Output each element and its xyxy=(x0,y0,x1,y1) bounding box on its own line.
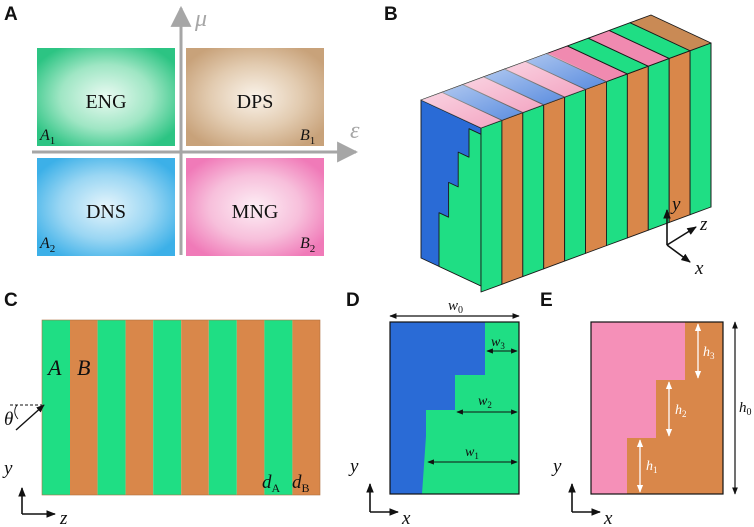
panel-a-label: A xyxy=(4,4,18,25)
quadrant-dns xyxy=(37,158,175,256)
layer-a-label: A xyxy=(46,355,62,380)
b-axis-x xyxy=(666,244,691,263)
slab-side-stripe xyxy=(564,88,586,262)
layer-b-stripe xyxy=(181,320,209,495)
b-y-label: y xyxy=(670,194,681,215)
layer-stripes xyxy=(42,320,320,495)
slab-side-stripe xyxy=(689,42,712,216)
h1-label: h1 xyxy=(646,459,658,475)
slab-end-face-green xyxy=(438,128,482,287)
slab-side-stripe xyxy=(606,73,628,247)
panel-a: A μ ε ENG DPS DNS MNG A1 B1 A2 B2 xyxy=(4,4,360,256)
panel-d-label: D xyxy=(346,290,360,311)
d-y-label: y xyxy=(348,456,359,477)
theta-arc xyxy=(14,404,19,420)
w0-label: w0 xyxy=(448,298,463,316)
b-axis-z xyxy=(666,226,697,246)
slab-side-stripe xyxy=(626,65,649,239)
c-z-label: z xyxy=(59,508,68,527)
slab-side-stripe xyxy=(543,96,566,270)
slab-side-stripe xyxy=(585,81,607,254)
layer-a-stripe xyxy=(42,320,70,495)
layer-b-stripe xyxy=(236,320,265,495)
layer-a-stripe xyxy=(153,320,182,495)
slab-side-stripe xyxy=(647,58,670,231)
h2-label: h2 xyxy=(675,403,687,419)
w2-label: w2 xyxy=(478,394,492,410)
e-frame xyxy=(590,321,724,495)
h3-label: h3 xyxy=(703,345,715,361)
d-frame xyxy=(389,321,520,495)
layer-b-stripe xyxy=(70,320,98,495)
dps-label: DPS xyxy=(237,91,274,113)
panel-c-label: C xyxy=(4,290,18,311)
h0-label: h0 xyxy=(739,400,752,418)
b-z-label: z xyxy=(699,214,708,235)
db-label: dB xyxy=(292,472,310,495)
layer-b-stripe xyxy=(292,320,320,495)
layer-b-label: B xyxy=(77,355,90,380)
e-y-label: y xyxy=(551,456,562,477)
da-label: dA xyxy=(262,472,281,495)
panel-d: D w0 w3 w2 w1 y x xyxy=(346,290,520,527)
slab-top-highlight xyxy=(421,53,608,128)
eng-label: ENG xyxy=(85,91,126,113)
dns-label: DNS xyxy=(86,201,126,223)
a2-label: A2 xyxy=(39,235,55,255)
panel-c: C A B θ dA dB y z xyxy=(2,290,321,527)
epsilon-label: ε xyxy=(350,118,360,144)
panel-e: E h0 h3 h2 h1 y x xyxy=(540,290,752,527)
c-y-label: y xyxy=(2,458,13,479)
panel-e-label: E xyxy=(540,290,553,311)
mu-label: μ xyxy=(194,6,207,32)
theta-label: θ xyxy=(4,409,13,430)
a1-label: A1 xyxy=(39,127,55,147)
e-x-label: x xyxy=(603,508,613,527)
d-blue-region xyxy=(390,322,485,494)
b1-label: B1 xyxy=(300,127,315,147)
d-x-label: x xyxy=(401,508,411,527)
layer-a-stripe xyxy=(208,320,237,495)
layered-slab-3d xyxy=(420,14,712,293)
slab-side-stripe xyxy=(522,104,545,277)
b-x-label: x xyxy=(694,258,704,279)
b2-label: B2 xyxy=(300,235,315,255)
slab-side-stripe xyxy=(480,119,503,293)
quadrant-mng xyxy=(186,158,324,256)
e-pink-region xyxy=(591,322,685,494)
mng-label: MNG xyxy=(232,201,279,223)
panel-b: B y z x xyxy=(384,4,712,293)
incident-ray xyxy=(15,404,45,431)
layer-a-stripe xyxy=(264,320,293,495)
w3-label: w3 xyxy=(491,335,505,351)
w1-label: w1 xyxy=(465,445,479,461)
layer-b-stripe xyxy=(125,320,154,495)
layer-a-stripe xyxy=(97,320,126,495)
quadrant-eng xyxy=(37,48,175,146)
slab-side-stripe xyxy=(501,112,524,285)
panel-b-label: B xyxy=(384,4,398,25)
quadrant-dps xyxy=(186,48,324,146)
